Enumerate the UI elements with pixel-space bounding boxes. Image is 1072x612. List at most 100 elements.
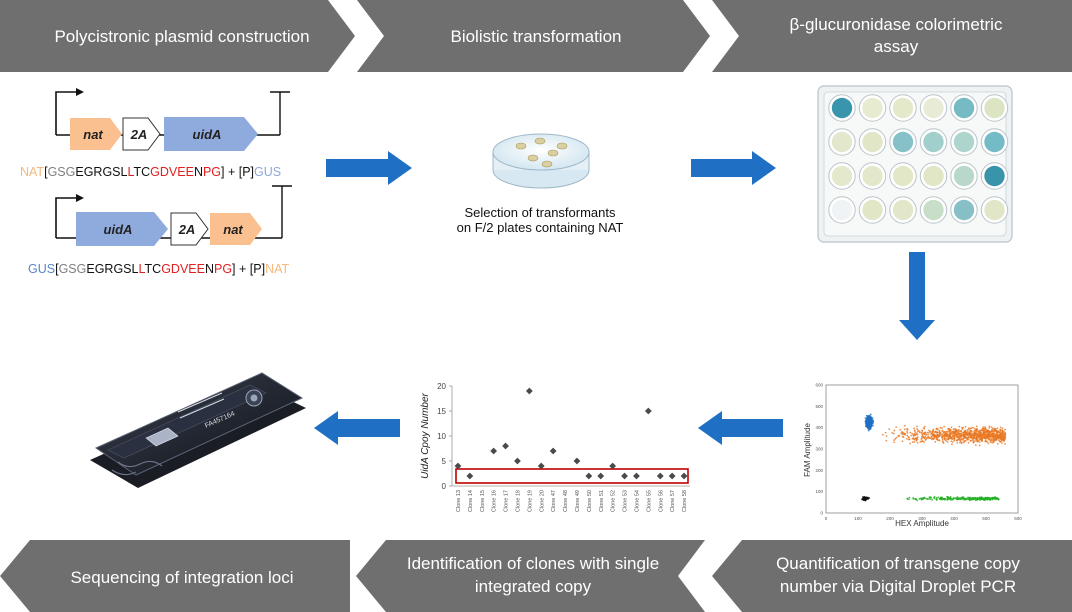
plate-well (953, 165, 975, 187)
sequence-segment: N (205, 262, 214, 276)
ddpcr-droplet (907, 435, 910, 438)
ddpcr-droplet (914, 437, 917, 440)
ddpcr-droplet (995, 497, 998, 500)
ddpcr-droplet (996, 442, 999, 445)
ddpcr-droplet (921, 497, 924, 500)
ddpcr-droplet (976, 439, 979, 442)
ddpcr-droplet (997, 430, 1000, 433)
flow-arrow-right-2 (691, 151, 776, 185)
ddpcr-droplet (1001, 431, 1004, 434)
ddpcr-droplet (956, 498, 959, 501)
ddpcr-droplet (861, 498, 864, 501)
ddpcr-droplet (965, 497, 968, 500)
ddpcr-droplet (986, 496, 989, 499)
ddpcr-droplet (956, 429, 959, 432)
sequence-segment: GUS (28, 262, 55, 276)
ddpcr-droplet (975, 425, 978, 428)
sequence-segment: EGRGSL (75, 165, 127, 179)
ddpcr-droplet (931, 437, 934, 440)
x-tick-label: Clone 19 (527, 490, 533, 512)
ddpcr-droplet (952, 428, 955, 431)
ddpcr-y-tick-label: 400 (815, 425, 823, 430)
sequencing-flow-cell-chip: FA457164 (90, 372, 306, 488)
plate-well (831, 97, 853, 119)
ddpcr-y-tick-label: 500 (815, 404, 823, 409)
uida-gene-label: uidA (193, 127, 222, 142)
y-tick-label: 10 (437, 432, 446, 441)
plate-well (953, 97, 975, 119)
flow-arrow-left-1 (698, 411, 783, 445)
ddpcr-droplet (963, 441, 966, 443)
ddpcr-droplet (921, 437, 923, 440)
plate-well (923, 165, 944, 187)
ddpcr-droplet (956, 433, 959, 436)
x-tick-label: Clone 48 (563, 490, 569, 512)
ddpcr-droplet (863, 499, 866, 502)
ddpcr-y-tick-label: 0 (820, 511, 823, 516)
ddpcr-droplet (964, 430, 967, 433)
step-label-identification-line1: Identification of clones with single (407, 554, 659, 573)
step-label-sequencing: Sequencing of integration loci (70, 568, 293, 587)
ddpcr-y-axis-label: FAM Amplitude (803, 423, 812, 477)
ddpcr-droplet (961, 426, 963, 429)
ddpcr-droplet (908, 438, 911, 441)
flow-arrow-down (899, 252, 935, 340)
ddpcr-droplet (933, 435, 936, 438)
ddpcr-droplet (936, 434, 939, 437)
ddpcr-droplet (946, 438, 949, 441)
ddpcr-droplet (904, 433, 906, 436)
ddpcr-droplet (963, 436, 966, 439)
ddpcr-droplet (963, 498, 966, 501)
ddpcr-droplet (951, 443, 953, 446)
ddpcr-droplet (868, 418, 871, 421)
plate-well (923, 97, 944, 119)
ddpcr-x-tick-label: 200 (886, 516, 894, 521)
ddpcr-droplet (970, 497, 973, 500)
x-tick-label: Clone 17 (504, 490, 510, 512)
ddpcr-droplet (971, 432, 973, 435)
ddpcr-droplet (867, 429, 870, 432)
x-tick-label: Clone 49 (575, 490, 581, 512)
ddpcr-droplet (906, 430, 908, 433)
ddpcr-droplet (996, 434, 999, 437)
ddpcr-droplet (1003, 436, 1006, 439)
ddpcr-droplet (921, 432, 924, 435)
ddpcr-x-tick-label: 500 (982, 516, 990, 521)
sequence-segment: GSG (48, 165, 76, 179)
ddpcr-droplet (968, 432, 971, 435)
plate-well (984, 199, 1005, 221)
plate-well (862, 165, 883, 187)
x-tick-label: Clone 16 (492, 490, 498, 512)
ddpcr-droplet (970, 437, 973, 439)
ddpcr-droplet (982, 497, 985, 500)
x-tick-label: Clone 50 (587, 490, 593, 512)
ddpcr-droplet (926, 433, 928, 436)
plate-well (892, 165, 914, 187)
sequence-segment: ] + [P] (232, 262, 265, 276)
ddpcr-droplet (969, 436, 972, 439)
ddpcr-droplet (954, 434, 957, 436)
plate-well (831, 131, 853, 153)
ddpcr-droplet (943, 437, 946, 439)
ddpcr-droplet (924, 435, 927, 438)
2a-peptide-label-2: 2A (178, 222, 196, 237)
x-tick-label: Clone 15 (480, 490, 486, 512)
ddpcr-droplet (940, 436, 943, 439)
ddpcr-droplet (989, 431, 992, 434)
ddpcr-droplet (993, 435, 996, 438)
ddpcr-droplet (993, 438, 996, 440)
ddpcr-droplet (988, 426, 991, 429)
plate-well (831, 165, 853, 187)
ddpcr-droplet (866, 416, 869, 419)
plate-well (862, 199, 883, 221)
ddpcr-droplet (979, 499, 981, 501)
plate-well (831, 199, 853, 221)
ddpcr-droplet (933, 497, 936, 500)
ddpcr-droplet (945, 434, 948, 436)
ddpcr-droplet (980, 431, 982, 434)
ddpcr-droplet (895, 436, 898, 439)
y-tick-label: 20 (437, 382, 446, 391)
copy-number-point (537, 462, 545, 470)
ddpcr-droplet (972, 437, 975, 440)
ddpcr-droplet (870, 421, 873, 424)
